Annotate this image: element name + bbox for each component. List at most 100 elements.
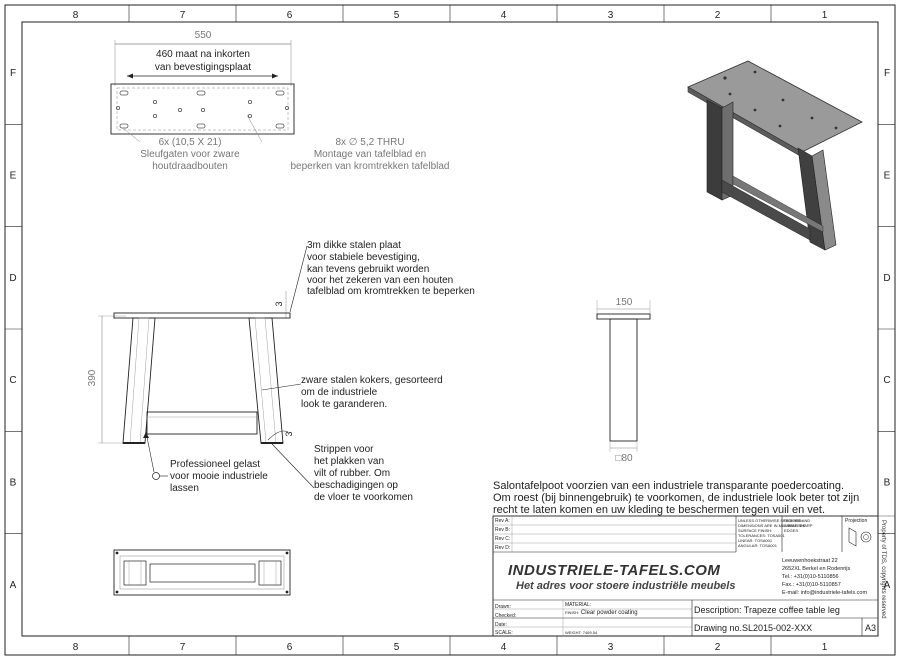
drawing-number-row: Drawing no.SL2015-002-XXX: [694, 623, 812, 633]
side-width-dim: 150: [616, 297, 633, 308]
rev-c-label: Rev C:: [495, 536, 511, 542]
strip-note-line2: het plakken van: [314, 456, 384, 467]
row-label: B: [10, 478, 17, 489]
slots-note-line3: houtdraadbouten: [152, 161, 228, 172]
tube-note-line3: look te garanderen.: [301, 399, 387, 410]
col-label: 4: [501, 642, 507, 653]
company-address: Leeuwenhoekstraat 22 2652XL Berkel en Ro…: [782, 558, 868, 596]
scale-label: SCALE:: [495, 630, 513, 636]
row-label: B: [884, 478, 891, 489]
col-label: 7: [180, 642, 186, 653]
weld-note-line2: voor mooie industriele: [170, 471, 268, 482]
rev-d-label: Rev D:: [495, 545, 511, 551]
brand-slogan: Het adres voor stoere industriële meubel…: [516, 580, 736, 592]
drawing-no-value: SL2015-002-XXX: [742, 623, 813, 633]
description-row: Description: Trapeze coffee table leg: [694, 605, 840, 615]
rev-a-label: Rev A:: [495, 518, 510, 524]
projection-symbol: [848, 527, 872, 547]
row-label: C: [9, 375, 16, 386]
strip-note-line1: Strippen voor: [314, 444, 374, 455]
strip-note-line5: de vloer te voorkomen: [314, 492, 413, 503]
material-label: MATERIAL:: [565, 602, 592, 608]
description-line2: Om roest (bij binnengebruik) te voorkome…: [493, 492, 859, 504]
strip-note-line4: beschadigingen op: [314, 480, 398, 491]
col-label: 6: [287, 10, 293, 21]
plate-note-line4: voor het zekeren van een houten: [307, 275, 453, 286]
row-label: F: [884, 68, 890, 79]
description-value: Trapeze coffee table leg: [743, 605, 840, 615]
brand-logo-text: INDUSTRIELE-TAFELS.COM: [508, 562, 721, 579]
col-label: 5: [394, 642, 400, 653]
tolerance-notes: UNLESS OTHERWISE SPECIFIED: DIMENSIONS A…: [738, 518, 806, 548]
description-line1: Salontafelpoot voorzien van een industri…: [493, 480, 844, 492]
bottom-plate: [113, 549, 291, 596]
description-label: Description:: [694, 605, 742, 615]
col-label: 3: [608, 642, 614, 653]
tube-note-line2: om de industriele: [301, 387, 378, 398]
top-width-dim: 550: [195, 30, 212, 41]
row-label: D: [9, 273, 16, 284]
title-block: [492, 515, 895, 637]
height-dim: 390: [87, 369, 98, 386]
strip-thickness-dim: 3: [284, 431, 294, 436]
tube-note-line1: zware stalen kokers, gesorteerd: [301, 375, 443, 386]
col-label: 1: [822, 10, 828, 21]
row-label: E: [884, 171, 891, 182]
row-label: D: [883, 273, 890, 284]
description-line3: recht te laten komen en uw kleding te be…: [493, 504, 825, 516]
col-label: 4: [501, 10, 507, 21]
bottom-view: [113, 549, 291, 596]
front-right-leg: [248, 317, 284, 444]
checked-label: Checked:: [495, 613, 517, 619]
side-tube-dim: □80: [615, 453, 633, 464]
finish-row: FINISH: Clear powder coating: [565, 610, 638, 616]
weld-symbol: [152, 472, 160, 480]
sheet-size: A3: [865, 623, 877, 633]
side-leg: [609, 318, 638, 442]
isometric-view: [687, 60, 863, 251]
drawing-no-label: Drawing no.: [694, 623, 743, 633]
front-left-leg: [122, 317, 156, 444]
copyright-strip: Property of TDS, copyrights reserved: [880, 520, 886, 619]
row-label: E: [10, 171, 17, 182]
row-label: F: [10, 68, 16, 79]
holes-note-line2: Montage van tafelblad en: [314, 149, 426, 160]
front-view: 3m dikke stalen plaat voor stabiele beve…: [87, 240, 475, 503]
col-label: 3: [608, 10, 614, 21]
holes-note-line1: 8x ∅ 5,2 THRU: [335, 137, 404, 148]
col-label: 8: [73, 642, 79, 653]
row-label: A: [10, 580, 17, 591]
plate-note-line2: voor stabiele bevestiging,: [307, 252, 420, 263]
deburr-notes: DEBURR AND BREAK SHARP EDGES: [784, 518, 813, 533]
front-plate: [113, 312, 291, 319]
date-label: Date:: [495, 622, 507, 628]
weld-note-line1: Professioneel gelast: [170, 459, 260, 470]
col-label: 7: [180, 10, 186, 21]
col-label: 6: [287, 642, 293, 653]
slots-note-line2: Sleufgaten voor zware: [140, 149, 240, 160]
strip-note-line3: vilt of rubber. Om: [314, 468, 390, 479]
inner-note-line1: 460 maat na inkorten: [156, 49, 250, 60]
inner-note-line2: van bevestigingsplaat: [155, 62, 251, 73]
col-label: 8: [73, 10, 79, 21]
row-label: C: [883, 375, 890, 386]
plate-thickness-dim: 3: [274, 301, 284, 306]
weight-label: WEIGHT: 7469.54: [565, 630, 598, 635]
rev-b-label: Rev B:: [495, 527, 511, 533]
col-label: 5: [394, 10, 400, 21]
holes-note-line3: beperken van kromtrekken tafelblad: [291, 161, 450, 172]
col-label: 1: [822, 642, 828, 653]
weld-note-line3: lassen: [170, 483, 199, 494]
plate-note-line1: 3m dikke stalen plaat: [307, 240, 401, 251]
finish-label: FINISH:: [565, 610, 580, 615]
general-description: Salontafelpoot voorzien van een industri…: [493, 480, 859, 516]
row-label: A: [884, 580, 891, 591]
plate-note-line5: tafelblad om kromtrekken te beperken: [307, 286, 475, 297]
side-plate: [596, 313, 651, 320]
drawn-label: Drawn:: [495, 604, 511, 610]
plate-note-line3: kan tevens gebruikt worden: [307, 264, 429, 275]
finish-value: Clear powder coating: [580, 610, 638, 616]
top-view: 550 460 maat na inkorten van bevestiging…: [110, 30, 450, 172]
